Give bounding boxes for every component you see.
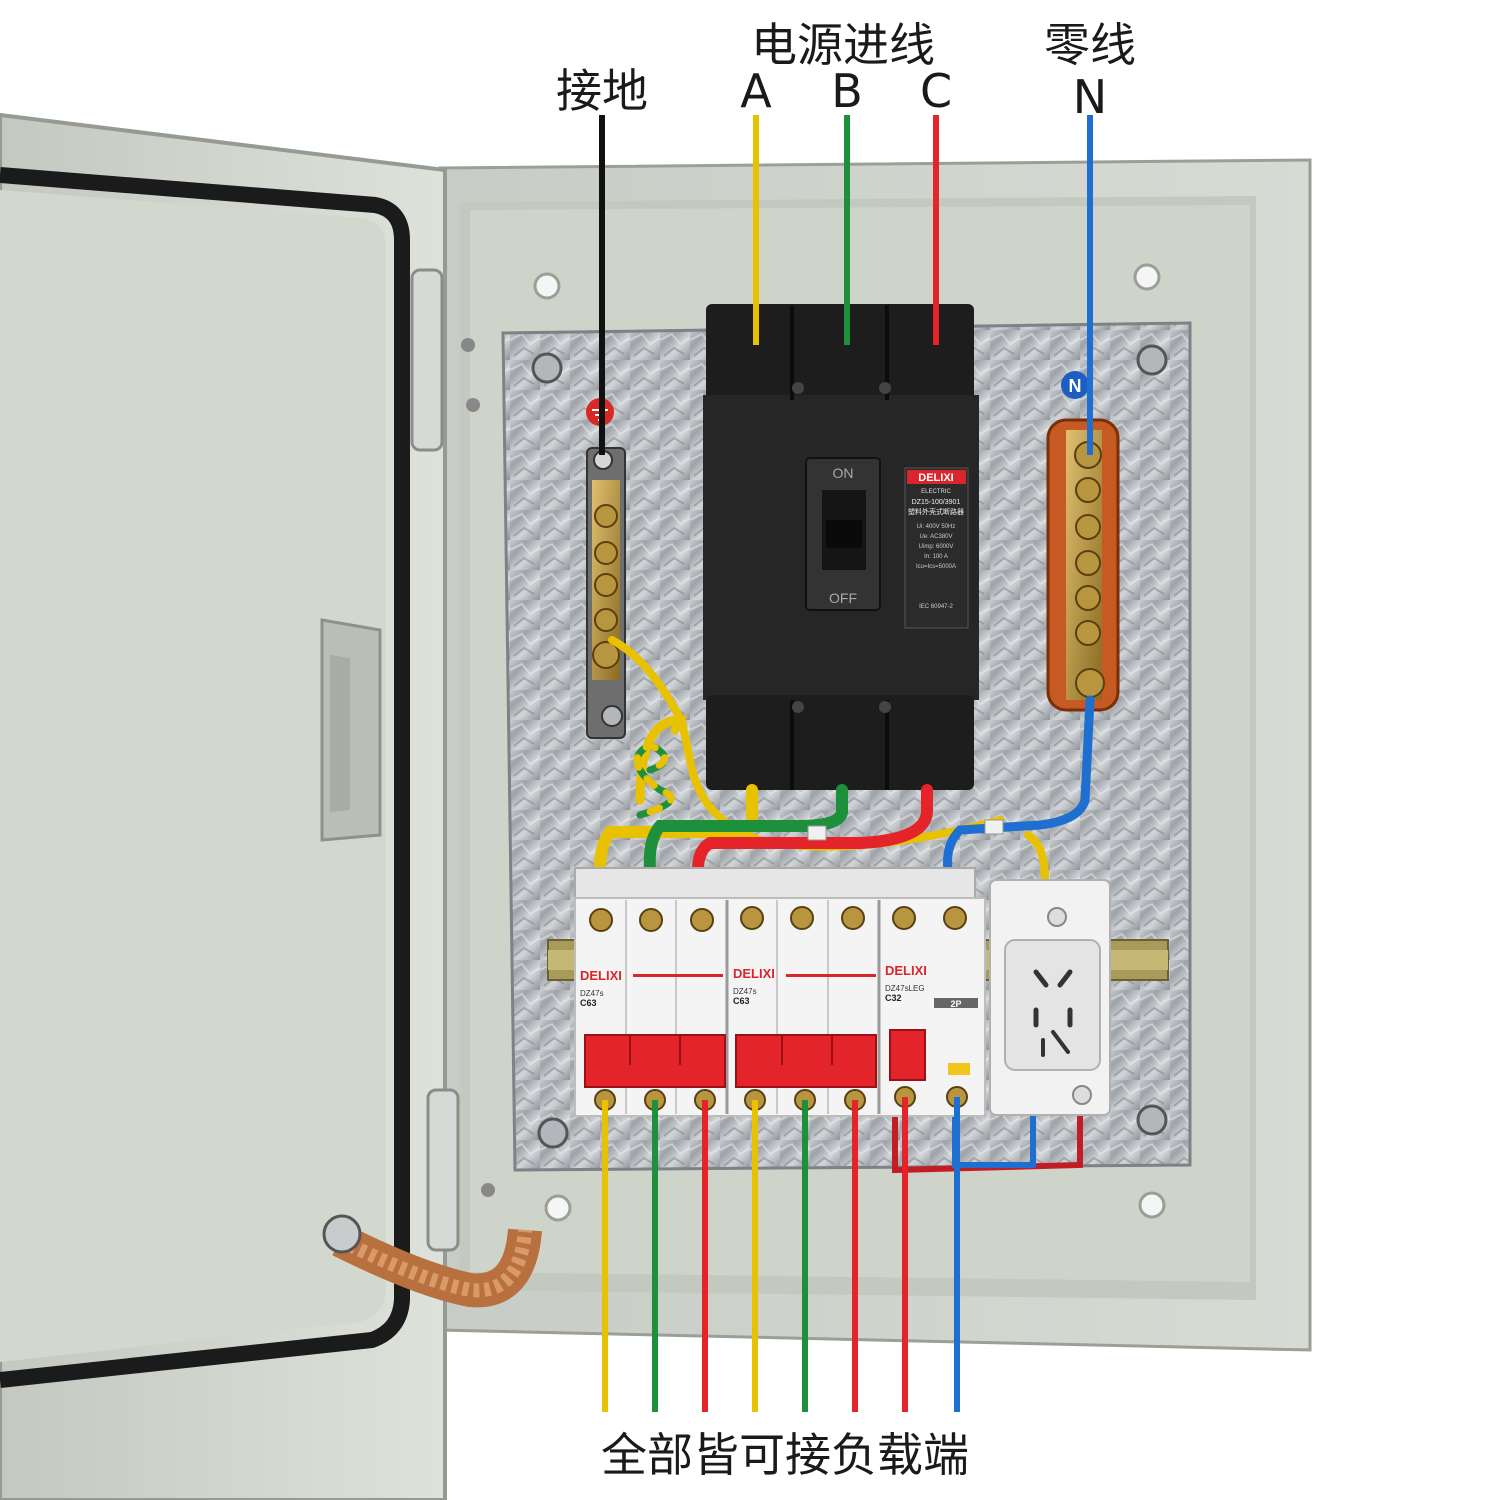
main-std-text: IEC 60947-2 [919, 604, 953, 610]
main-circuit-breaker: ON OFF DELIXI ELECTRIC DZ15-100/3901 塑料外… [703, 304, 979, 790]
power-socket [989, 879, 1111, 1116]
neutral-badge-icon [1061, 371, 1089, 399]
socket-icon [1004, 939, 1101, 1071]
rcd-model-text: DZ47sLEG [885, 984, 925, 993]
main-off-text: OFF [829, 590, 857, 606]
mcb1-brand-text: DELIXI [580, 968, 622, 983]
power-in-label: 电源进线 [751, 18, 935, 72]
mcb2-model-text: DZ47s [733, 987, 757, 996]
main-icu-text: Icu=Ics=5000A [916, 564, 956, 570]
neutral-badge-text: N [1069, 376, 1082, 396]
main-model-text: DZ15-100/3901 [912, 499, 961, 506]
ground-label: 接地 [556, 64, 648, 118]
rcd-poles-text: 2P [950, 999, 961, 1009]
ground-strap [322, 1214, 542, 1308]
internal-wiring [594, 636, 1095, 1174]
neutral-title-label: 零线 [1044, 18, 1136, 72]
mcb1-rating-text: C63 [580, 998, 597, 1008]
main-in-text: In: 100 A [924, 554, 948, 560]
main-ui-text: Ui: 400V 50Hz [917, 524, 956, 530]
neutral-terminal-bar: N [1046, 371, 1120, 712]
rcd-rating-text: C32 [885, 993, 902, 1003]
rcd-brand-text: DELIXI [885, 963, 927, 978]
mcb1-model-text: DZ47s [580, 989, 604, 998]
breaker-bank: DELIXI DZ47s C63 DELIXI DZ47s C63 DELIXI… [574, 867, 986, 1117]
top-hinge [410, 268, 444, 452]
cabinet-door[interactable] [0, 112, 460, 1500]
main-desc-text: 塑料外壳式断路器 [908, 507, 964, 516]
phase-c-label: C [919, 64, 953, 118]
ground-terminal-bar [586, 398, 626, 739]
main-on-text: ON [833, 465, 854, 481]
main-ue-text: Ue: AC380V [919, 534, 952, 540]
mcb2-brand-text: DELIXI [733, 966, 775, 981]
neutral-n-label: N [1072, 70, 1108, 124]
main-brand-text: DELIXI [918, 472, 953, 484]
main-brand-sub-text: ELECTRIC [921, 489, 951, 495]
phase-a-label: A [740, 64, 772, 118]
annotation-lines [599, 115, 1093, 1412]
main-uimp-text: Uimp: 6000V [919, 544, 954, 550]
bottom-hinge [426, 1088, 460, 1252]
load-terminals-label: 全部皆可接负载端 [601, 1428, 969, 1482]
mcb2-rating-text: C63 [733, 996, 750, 1006]
phase-b-label: B [831, 64, 863, 118]
